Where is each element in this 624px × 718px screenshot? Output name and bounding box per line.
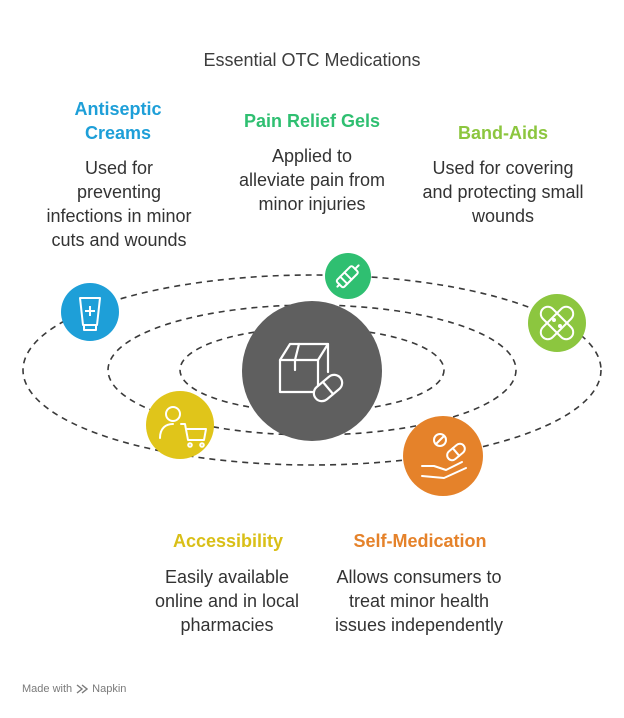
made-with-label: Made with	[22, 683, 73, 695]
diagram-title: Essential OTC Medications	[203, 50, 421, 70]
bandage-icon	[539, 305, 575, 341]
medicine-box-capsule-icon	[278, 342, 344, 403]
desc-self-medication: Allows consumers to treat minor health i…	[334, 567, 504, 635]
napkin-logo-icon	[76, 684, 89, 694]
desc-accessibility: Easily available online and in local pha…	[154, 567, 300, 635]
desc-antiseptic-creams: Used for preventing infections in minor …	[46, 158, 192, 250]
node-pain-relief-gels	[325, 253, 371, 299]
person-cart-icon	[159, 406, 207, 448]
heading-band-aids: Band-Aids	[458, 123, 548, 143]
heading-self-medication: Self-Medication	[353, 531, 487, 551]
heading-accessibility: Accessibility	[172, 531, 284, 551]
desc-band-aids: Used for covering and protecting small w…	[422, 158, 584, 226]
cream-tube-icon	[79, 297, 101, 331]
heading-antiseptic-creams: Antiseptic Creams	[74, 99, 162, 143]
gel-applicator-icon	[335, 264, 360, 289]
node-self-medication	[403, 416, 483, 496]
outer-orbit	[22, 274, 602, 466]
heading-pain-relief-gels: Pain Relief Gels	[243, 111, 381, 131]
hand-pills-icon	[421, 433, 467, 479]
napkin-brand: Napkin	[92, 683, 127, 695]
node-antiseptic-creams	[61, 283, 119, 341]
node-accessibility	[146, 391, 214, 459]
desc-pain-relief-gels: Applied to alleviate pain from minor inj…	[238, 146, 386, 214]
node-band-aids	[528, 294, 586, 352]
footer: Made with Napkin	[22, 683, 126, 695]
center-node	[242, 301, 382, 441]
